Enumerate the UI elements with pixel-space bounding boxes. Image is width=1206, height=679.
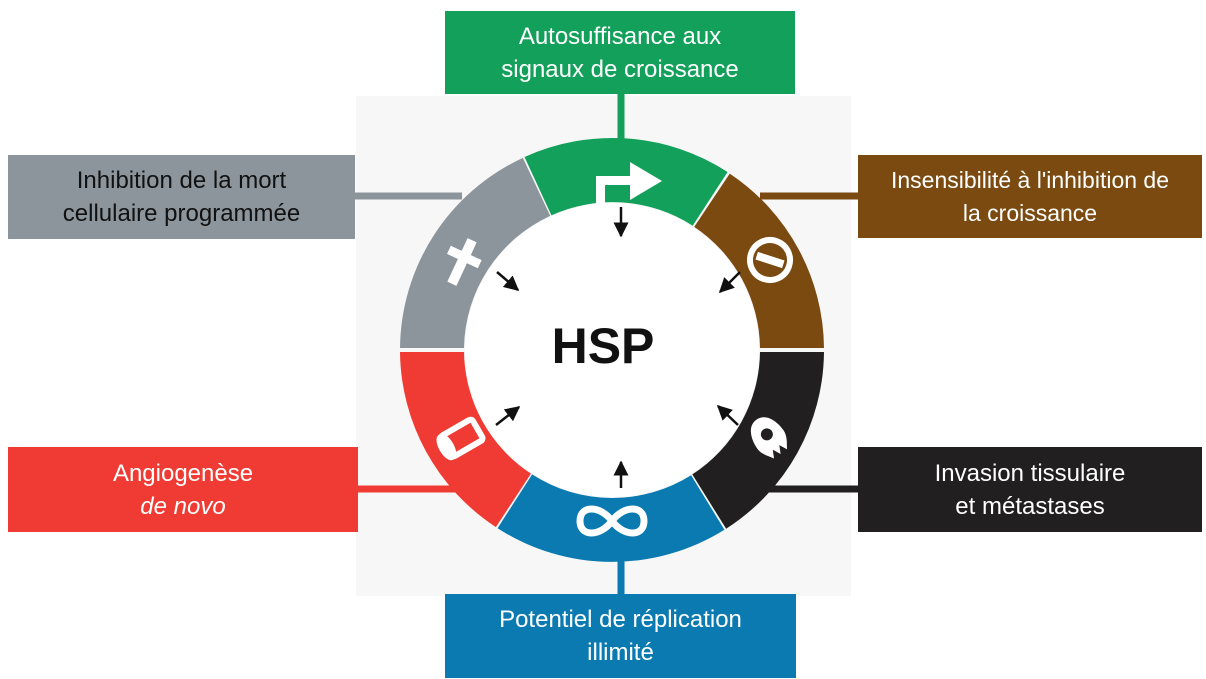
ring-segment-left-lower bbox=[400, 352, 531, 528]
ring-segment-right-upper bbox=[694, 173, 824, 348]
ring-segment-left-upper bbox=[400, 157, 551, 348]
hallmark-label-line2: et métastases bbox=[955, 492, 1105, 520]
hallmark-label-line2: signaux de croissance bbox=[501, 55, 739, 83]
hallmark-label-line1: Potentiel de réplication bbox=[499, 606, 742, 633]
hallmark-label-line2: la croissance bbox=[962, 199, 1098, 226]
arrow-from-left-lower bbox=[495, 406, 521, 426]
arrow-turn-icon bbox=[596, 162, 662, 220]
hallmark-box-antigrowth-insensitivity: Insensibilité à l'inhibition de la crois… bbox=[858, 155, 1202, 238]
hallmark-box-growth-signals: Autosuffisance aux signaux de croissance bbox=[445, 11, 795, 94]
cell-spread-icon bbox=[750, 417, 788, 459]
hallmark-label-line2: de novo bbox=[140, 492, 226, 520]
cross-icon bbox=[447, 238, 482, 286]
hallmark-label-line2: cellulaire programmée bbox=[62, 200, 301, 227]
hallmark-box-invasion-metastasis: Invasion tissulaire et métastases bbox=[858, 447, 1202, 532]
hallmark-box-apoptosis-evasion: Inhibition de la mort cellulaire program… bbox=[8, 155, 355, 239]
hallmark-label-line1: Invasion tissulaire bbox=[934, 459, 1126, 487]
vessel-icon bbox=[436, 416, 486, 461]
no-entry-icon bbox=[747, 237, 793, 283]
infinity-icon bbox=[576, 505, 648, 537]
arrow-from-right-lower bbox=[716, 404, 739, 426]
center-disc bbox=[465, 203, 759, 497]
arrow-from-left-upper bbox=[496, 271, 520, 291]
hallmark-box-replicative-potential: Potentiel de réplication illimité bbox=[445, 594, 796, 678]
arrow-from-right-upper bbox=[718, 271, 741, 294]
hallmark-label-line1: Angiogenèse bbox=[112, 459, 254, 487]
hallmark-label-line1: Insensibilité à l'inhibition de bbox=[890, 166, 1169, 193]
hallmark-label-line1: Autosuffisance aux bbox=[518, 22, 722, 50]
hallmark-box-angiogenesis: Angiogenèse de novo bbox=[8, 447, 358, 532]
center-label: HSP bbox=[551, 318, 655, 374]
hallmark-label-line2: illimité bbox=[587, 639, 654, 666]
hallmark-label-line1: Inhibition de la mort bbox=[76, 167, 287, 194]
